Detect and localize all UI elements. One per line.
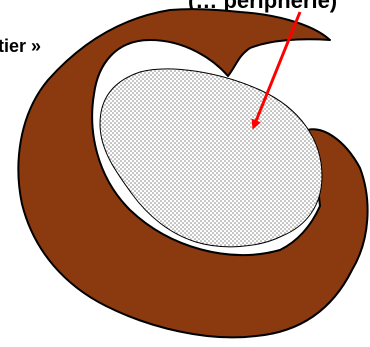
left-label: tier » (0, 36, 41, 56)
